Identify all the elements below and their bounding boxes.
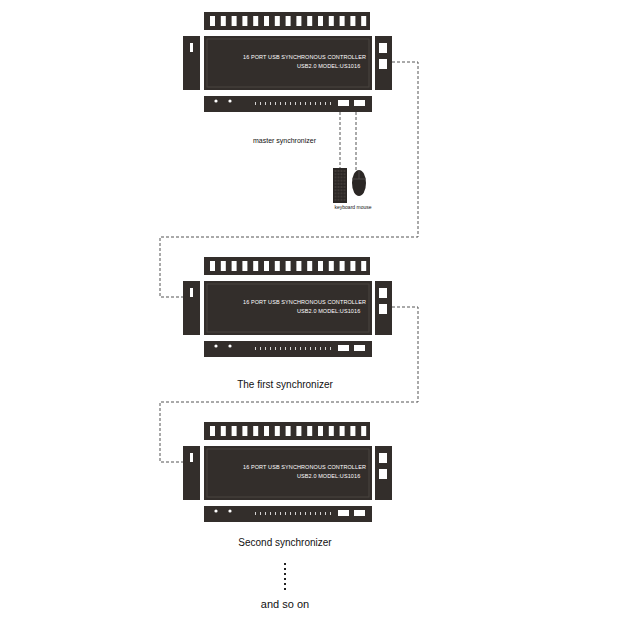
device-title: 16 PORT USB SYNCHRONOUS CONTROLLER — [243, 55, 366, 61]
caption-label: The first synchronizer — [237, 379, 333, 390]
device-title: 16 PORT USB SYNCHRONOUS CONTROLLER — [243, 300, 366, 306]
model-text: USB2.0 MODEL:US1016 — [297, 64, 360, 70]
model-text: USB2.0 MODEL:US1016 — [297, 474, 360, 480]
caption-label: and so on — [261, 598, 309, 610]
dashed-cable — [340, 112, 356, 170]
device-drawing — [183, 12, 392, 112]
device-drawing — [183, 257, 392, 357]
caption-label: Second synchronizer — [238, 537, 331, 548]
continuation-dots — [284, 563, 286, 591]
caption-label: master synchronizer — [253, 137, 316, 145]
device-label: keyboard mouse — [330, 205, 376, 210]
model-text: USB2.0 MODEL:US1016 — [297, 309, 360, 315]
device-title: 16 PORT USB SYNCHRONOUS CONTROLLER — [243, 465, 366, 471]
synchronizer-device: 16 PORT USB SYNCHRONOUS CONTROLLER USB2.0… — [183, 422, 392, 522]
synchronizer-device: 16 PORT USB SYNCHRONOUS CONTROLLER USB2.0… — [183, 257, 392, 357]
synchronizer-device: 16 PORT USB SYNCHRONOUS CONTROLLER USB2.0… — [183, 12, 392, 112]
keyboard-mouse: keyboard mouse — [330, 164, 376, 214]
device-drawing — [183, 422, 392, 522]
